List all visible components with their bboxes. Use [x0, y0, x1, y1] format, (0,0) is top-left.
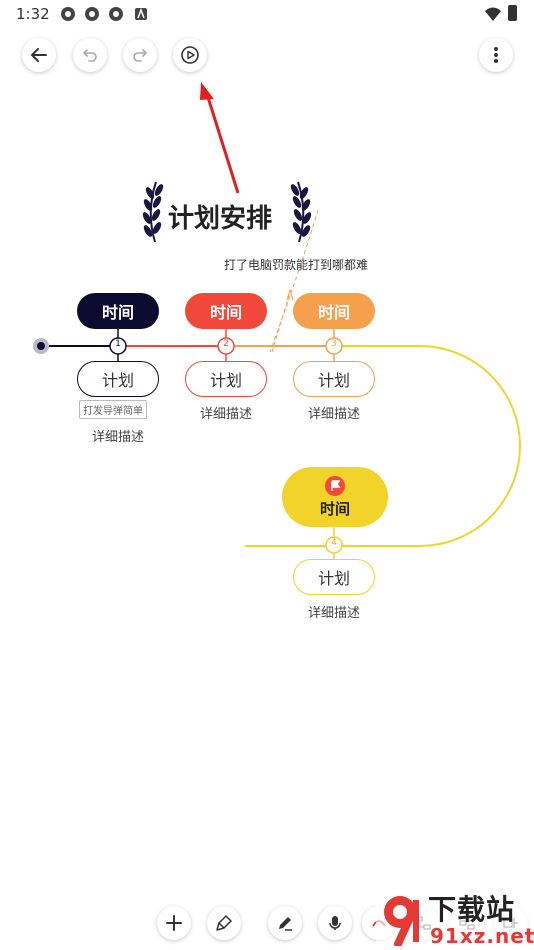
flag-icon: [325, 475, 345, 496]
app-notification-icon: [61, 7, 75, 21]
pointer-arrow-line: [205, 93, 240, 194]
annotation-connector: [269, 209, 319, 353]
node-number: 1: [115, 339, 121, 349]
laurel-left-icon: [142, 181, 164, 243]
add-node-button[interactable]: [157, 906, 191, 940]
back-arrow-icon: [31, 48, 47, 62]
laurel-right-icon: [290, 181, 312, 243]
node-tag[interactable]: 打发导弹简单: [79, 400, 147, 419]
watermark-logo-icon: [384, 896, 419, 946]
app-notification-icon: [109, 7, 123, 21]
battery-icon: [508, 5, 517, 21]
status-time: 1:32: [16, 5, 50, 23]
node-time-pill[interactable]: 时间: [293, 293, 375, 329]
pencil-icon: [279, 917, 292, 931]
node-number-circle: [217, 337, 235, 355]
node-number: 4: [331, 538, 337, 548]
node-number-circle: [325, 536, 343, 554]
redo-icon: [133, 49, 147, 62]
undo-icon: [83, 49, 97, 62]
app-a-icon: [135, 7, 147, 20]
undo-button[interactable]: [73, 38, 107, 72]
node-time-pill[interactable]: 时间: [185, 293, 267, 329]
annotation-connector: [271, 291, 291, 353]
node-plan-pill[interactable]: 计划: [293, 559, 375, 595]
node-number: 2: [223, 339, 229, 349]
microphone-icon: [329, 916, 341, 930]
node-number: 3: [331, 339, 337, 349]
node-time-pill-flagged[interactable]: 时间: [282, 467, 388, 527]
style-button[interactable]: [207, 906, 241, 940]
mindmap-title[interactable]: 计划安排: [168, 204, 273, 234]
node-description[interactable]: 详细描述: [199, 407, 252, 422]
node-plan-pill[interactable]: 计划: [77, 361, 159, 397]
more-button[interactable]: [479, 38, 513, 72]
voice-button[interactable]: [318, 906, 352, 940]
redo-button[interactable]: [123, 38, 157, 72]
node-number-circle: [109, 337, 127, 355]
node-description[interactable]: 详细描述: [307, 407, 360, 422]
node-description[interactable]: 详细描述: [91, 430, 144, 445]
timeline-curve: [245, 345, 521, 547]
play-button[interactable]: [173, 38, 207, 72]
watermark-url: 91xz.net: [430, 924, 534, 948]
plus-icon: [166, 915, 182, 931]
back-button[interactable]: [22, 38, 56, 72]
wifi-icon: [485, 7, 501, 21]
more-vertical-icon: [494, 47, 498, 63]
node-number-circle: [325, 337, 343, 355]
node-description[interactable]: 详细描述: [307, 606, 360, 621]
play-icon: [181, 46, 199, 64]
edit-button[interactable]: [268, 906, 302, 940]
pointer-arrow-head: [200, 82, 214, 100]
timeline-start-dot-core: [37, 342, 45, 350]
brush-icon: [216, 915, 232, 931]
node-time-label: 时间: [319, 499, 350, 518]
watermark: 下载站 91xz.net: [376, 888, 534, 950]
app-notification-icon: [85, 7, 99, 21]
node-plan-pill[interactable]: 计划: [185, 361, 267, 397]
watermark-text: 下载站: [428, 893, 516, 926]
annotation-text[interactable]: 打了电脑罚款能打到哪都难: [224, 258, 369, 272]
annotation-connector-head: [286, 288, 294, 301]
node-plan-pill[interactable]: 计划: [293, 361, 375, 397]
node-time-pill[interactable]: 时间: [77, 293, 159, 329]
